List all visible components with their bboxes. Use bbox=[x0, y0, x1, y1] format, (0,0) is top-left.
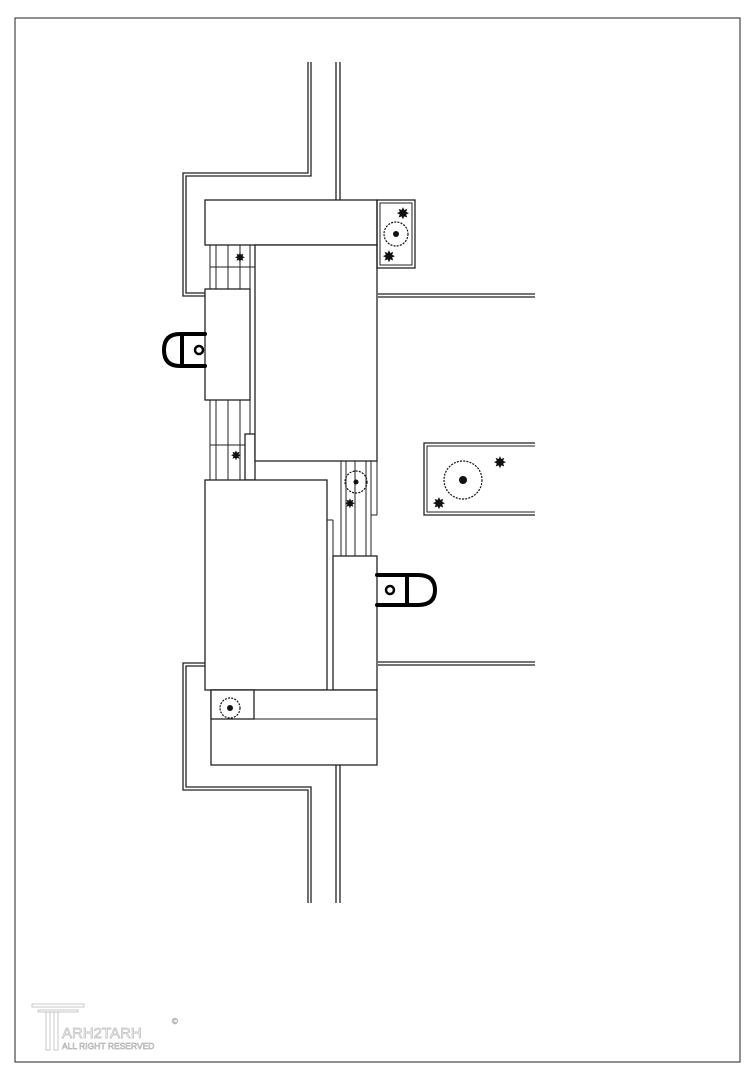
car-icon bbox=[161, 332, 207, 368]
shrub-icon: ✸ bbox=[345, 496, 356, 511]
shrub-icon: ✸ bbox=[235, 250, 246, 265]
car-icon bbox=[375, 573, 438, 607]
stairs-right bbox=[340, 461, 378, 556]
stairs-middle bbox=[209, 400, 256, 481]
shrub-icon: ✸ bbox=[396, 206, 409, 223]
building-block-main bbox=[254, 244, 378, 462]
watermark-mark: © bbox=[172, 1017, 178, 1026]
stairs-upper bbox=[209, 245, 255, 289]
street-edges bbox=[378, 293, 535, 666]
svg-text:✸: ✸ bbox=[493, 455, 506, 472]
svg-text:✸: ✸ bbox=[235, 250, 246, 265]
boundary-wall-top bbox=[182, 62, 341, 297]
svg-text:✸: ✸ bbox=[231, 448, 242, 463]
shrub-icon: ✸ bbox=[382, 249, 395, 266]
svg-text:✸: ✸ bbox=[345, 496, 356, 511]
svg-text:✸: ✸ bbox=[432, 496, 445, 513]
tree-icon bbox=[219, 697, 241, 719]
svg-text:✸: ✸ bbox=[396, 206, 409, 223]
shrub-icon: ✸ bbox=[432, 496, 445, 513]
tree-icon bbox=[383, 221, 409, 247]
entrance-block-left bbox=[204, 288, 251, 401]
planter-top bbox=[376, 199, 416, 269]
building-block-top bbox=[204, 199, 378, 246]
building-block-lower bbox=[204, 479, 328, 691]
tree-icon bbox=[344, 470, 368, 494]
shrub-icon: ✸ bbox=[231, 448, 242, 463]
svg-text:✸: ✸ bbox=[382, 249, 395, 266]
shrub-icon: ✸ bbox=[493, 455, 506, 472]
tree-icon bbox=[443, 460, 483, 500]
watermark-brand: ARH2TARH bbox=[62, 1025, 142, 1042]
entrance-block-right bbox=[332, 555, 378, 691]
drawing-frame bbox=[14, 17, 741, 1063]
boundary-wall-bottom bbox=[182, 662, 341, 903]
watermark-tagline: ALL RIGHT RESERVED bbox=[62, 1041, 154, 1051]
watermark-logo: ARH2TARH © ALL RIGHT RESERVED bbox=[31, 1003, 178, 1051]
planter-right bbox=[423, 442, 535, 516]
planter-bottom bbox=[210, 689, 255, 720]
